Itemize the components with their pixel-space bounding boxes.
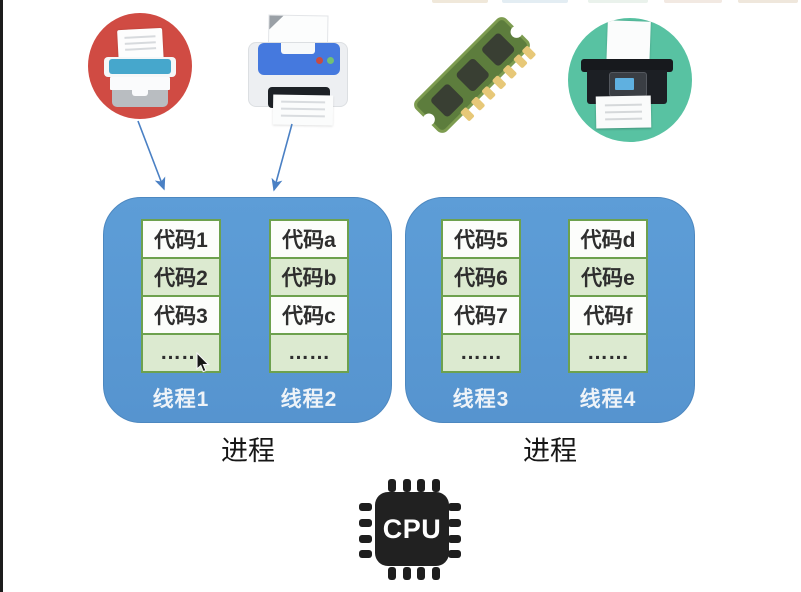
process-label-1: 进程 [221,436,275,466]
desktop-printer-icon [245,14,350,130]
process-box-1: 代码1 代码2 代码3 …… 线程1 代码a 代码b 代码c …… 线程2 [103,197,392,423]
code-cell: 代码2 [141,257,221,297]
cpu-pin [403,479,411,492]
printer-output-paper [595,95,652,129]
printer-in-red-circle-icon [88,13,192,119]
thread-column-3: 代码5 代码6 代码7 …… 线程3 [441,219,521,413]
printer-output-paper [272,94,334,126]
printer-control-panel [609,72,647,97]
ram-pin [470,96,486,112]
code-cell: 代码5 [441,219,521,259]
cpu-pin [448,519,461,527]
ram-pin [481,85,497,101]
ram-notch [420,111,438,129]
printer-notch [132,90,148,96]
paper-in-slot [281,43,315,54]
cpu-label: CPU [382,513,442,544]
printer-tray-blue [109,59,171,74]
left-edge-bar [0,0,3,592]
thread-column-4: 代码d 代码e 代码f …… 线程4 [568,219,648,413]
cpu-body: CPU [375,492,449,566]
code-cell: 代码1 [141,219,221,259]
code-cell: 代码3 [141,295,221,335]
cpu-pin [359,519,372,527]
cpu-pin [359,503,372,511]
printer-green-led [327,57,334,64]
cpu-pin [448,503,461,511]
code-cell-ellipsis: …… [568,333,648,373]
cpu-pin [403,567,411,580]
printer-tray-icon [104,57,176,77]
thread-label: 线程2 [280,388,338,411]
code-cell-ellipsis: …… [269,333,349,373]
code-cell-ellipsis: …… [441,333,521,373]
process-box-2: 代码5 代码6 代码7 …… 线程3 代码d 代码e 代码f …… 线程4 [405,197,695,423]
ram-pin [459,106,475,122]
ram-pin [491,75,507,90]
ram-memory-icon [408,11,537,139]
code-cell-ellipsis: …… [141,333,221,373]
thread-label: 线程4 [579,388,637,411]
thread-column-1: 代码1 代码2 代码3 …… 线程1 [141,219,221,413]
printer-red-led [316,57,323,64]
printer-body-bottom [112,90,168,107]
cpu-pin [417,567,425,580]
ram-pin [502,64,518,80]
cpu-pin [448,550,461,558]
cpu-pin [359,535,372,543]
code-cell: 代码b [269,257,349,297]
code-cell: 代码a [269,219,349,259]
paper-fold-corner [269,15,284,30]
code-cell: 代码7 [441,295,521,335]
code-cell: 代码d [568,219,648,259]
cpu-pin [388,567,396,580]
cpu-pin [417,479,425,492]
cpu-pin [359,550,372,558]
printer-top-bar [581,59,673,72]
cpu-pin [432,479,440,492]
cpu-pin [432,567,440,580]
code-cell: 代码6 [441,257,521,297]
cpu-pin [388,479,396,492]
printer-screen-icon [615,78,634,90]
thread-column-2: 代码a 代码b 代码c …… 线程2 [269,219,349,413]
thread-label: 线程3 [452,388,510,411]
code-cell: 代码c [269,295,349,335]
code-cell: 代码e [568,257,648,297]
code-cell: 代码f [568,295,648,335]
ram-notch [508,23,526,41]
ram-stick [411,14,537,136]
printer-body-top [110,77,170,90]
thread-label: 线程1 [152,388,210,411]
cpu-chip-icon: CPU [358,477,462,581]
arrow-red-printer-to-process1 [137,120,166,191]
ram-die-icon [480,31,516,68]
cpu-pin [448,535,461,543]
printer-in-teal-circle-icon [568,18,692,142]
arrow-flat-printer-to-process1 [271,123,293,192]
process-label-2: 进程 [523,436,577,466]
